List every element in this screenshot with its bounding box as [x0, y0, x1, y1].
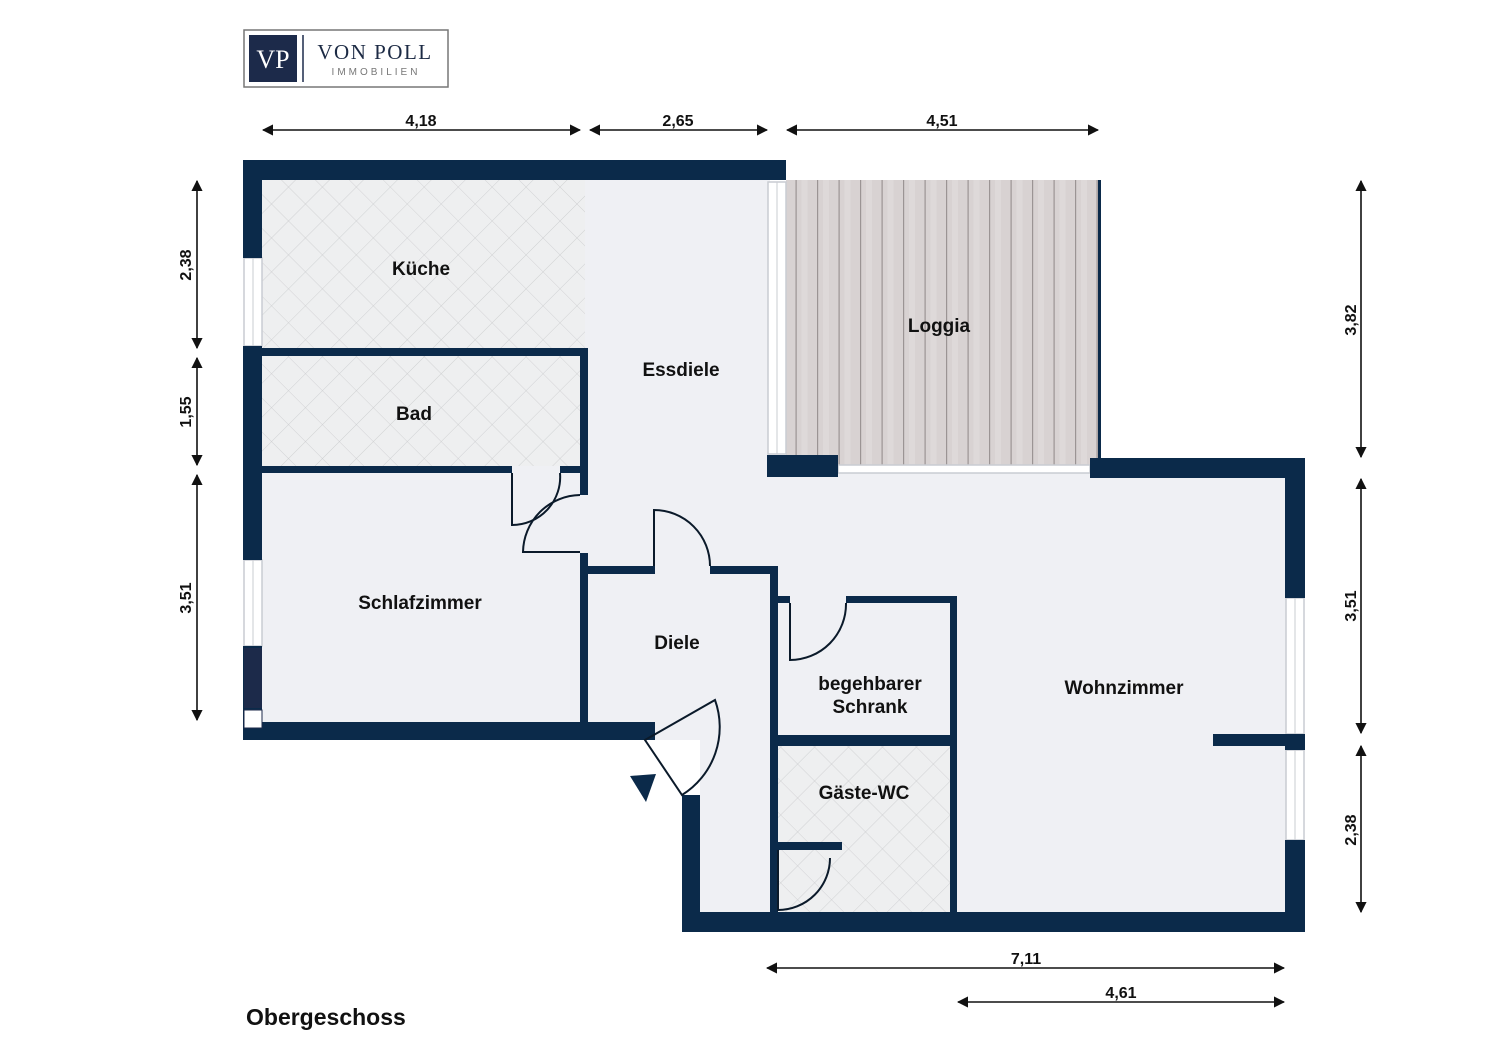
dim-left-3: 3,51	[178, 582, 195, 613]
windows	[243, 181, 1305, 841]
floor-title: Obergeschoss	[246, 1004, 406, 1030]
door-wc	[777, 850, 831, 912]
dim-bottom-1: 7,11	[1011, 951, 1041, 968]
room-schrank-line1: begehbarer	[818, 674, 922, 695]
dim-bottom-2: 4,61	[1105, 985, 1136, 1002]
logo-name: VON POLL	[317, 40, 432, 64]
room-loggia: Loggia	[908, 316, 971, 337]
dim-left-2: 1,55	[178, 396, 195, 427]
kueche-floor	[262, 180, 585, 348]
dimension-lines	[191, 124, 1367, 1008]
loggia-floor	[786, 180, 1100, 465]
watermark-logo	[243, 648, 263, 729]
room-bad: Bad	[396, 404, 432, 425]
dim-right-1: 3,82	[1343, 304, 1360, 335]
dim-right-2: 3,51	[1343, 590, 1360, 621]
room-kueche: Küche	[392, 259, 450, 280]
bad-floor	[262, 356, 580, 466]
door-bad	[511, 472, 562, 527]
room-schlafzimmer: Schlafzimmer	[358, 593, 482, 614]
entrance-arrow-icon	[630, 774, 656, 802]
door-schlafzimmer	[521, 494, 581, 553]
walls	[243, 160, 1305, 932]
dim-top-2: 2,65	[662, 113, 693, 130]
door-entrance	[643, 698, 721, 797]
dim-top-3: 4,51	[926, 113, 957, 130]
dim-top-1: 4,18	[405, 113, 436, 130]
door-diele	[653, 508, 711, 567]
logo-subtitle: IMMOBILIEN	[332, 67, 421, 78]
logo-monogram: VP	[256, 45, 289, 74]
room-diele: Diele	[654, 633, 699, 654]
room-wohnzimmer: Wohnzimmer	[1065, 678, 1185, 699]
door-schrank	[789, 602, 848, 662]
room-essdiele: Essdiele	[642, 360, 719, 381]
room-gaeste-wc: Gäste-WC	[819, 783, 910, 804]
room-schrank-line2: Schrank	[833, 697, 908, 718]
wc-floor	[778, 746, 950, 912]
von-poll-logo: VP VON POLL IMMOBILIEN	[243, 29, 449, 88]
doors	[511, 472, 848, 912]
dim-left-1: 2,38	[178, 249, 195, 280]
dim-right-3: 2,38	[1343, 814, 1360, 845]
